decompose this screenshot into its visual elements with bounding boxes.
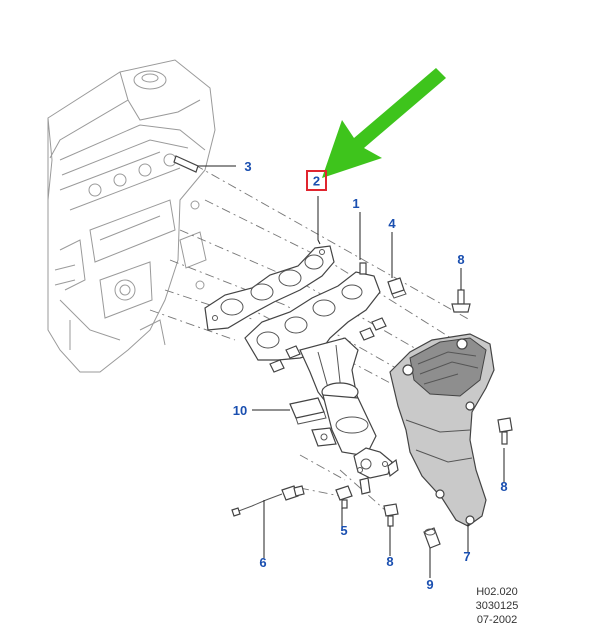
reference-line-2: 3030125 bbox=[476, 600, 519, 612]
callout-6: 6 bbox=[259, 555, 266, 570]
callout-9: 9 bbox=[426, 577, 433, 592]
highlight-box bbox=[306, 170, 327, 191]
leader-lines bbox=[198, 165, 505, 578]
callout-4: 4 bbox=[388, 216, 396, 231]
gasket-part-2 bbox=[204, 245, 335, 331]
reference-line-1: H02.020 bbox=[476, 586, 518, 598]
heat-shield-part-7 bbox=[389, 333, 495, 527]
spacer-part-9 bbox=[423, 527, 441, 549]
callout-1: 1 bbox=[352, 196, 359, 211]
reference-line-3: 07-2002 bbox=[477, 614, 517, 626]
bolt-part-8-top bbox=[451, 289, 471, 313]
bolt-part-5 bbox=[335, 485, 353, 509]
bolt-part-8-bottom bbox=[383, 503, 399, 527]
engine-block bbox=[47, 59, 216, 373]
callout-10: 10 bbox=[233, 403, 247, 418]
callout-5: 5 bbox=[340, 523, 347, 538]
oxygen-sensor-part-6 bbox=[231, 485, 305, 517]
stud-part-3 bbox=[173, 155, 199, 173]
callout-7: 7 bbox=[463, 549, 470, 564]
callout-2: 2 bbox=[313, 174, 320, 189]
nut-part-4 bbox=[387, 277, 407, 299]
callout-8-top: 8 bbox=[457, 252, 464, 267]
bolt-part-8-right bbox=[497, 417, 513, 445]
green-pointer-arrow bbox=[322, 68, 446, 178]
callout-8-bottom: 8 bbox=[386, 554, 393, 569]
callout-3: 3 bbox=[244, 159, 251, 174]
callout-labels: 1 2 3 4 5 6 7 8 8 8 9 10 bbox=[233, 159, 508, 592]
callout-8-right: 8 bbox=[500, 479, 507, 494]
manifold-nuts bbox=[269, 317, 387, 373]
reference-block: H02.020 3030125 07-2002 bbox=[476, 586, 519, 626]
exhaust-manifold-part-1 bbox=[244, 262, 399, 495]
bracket-part-10 bbox=[289, 397, 327, 425]
